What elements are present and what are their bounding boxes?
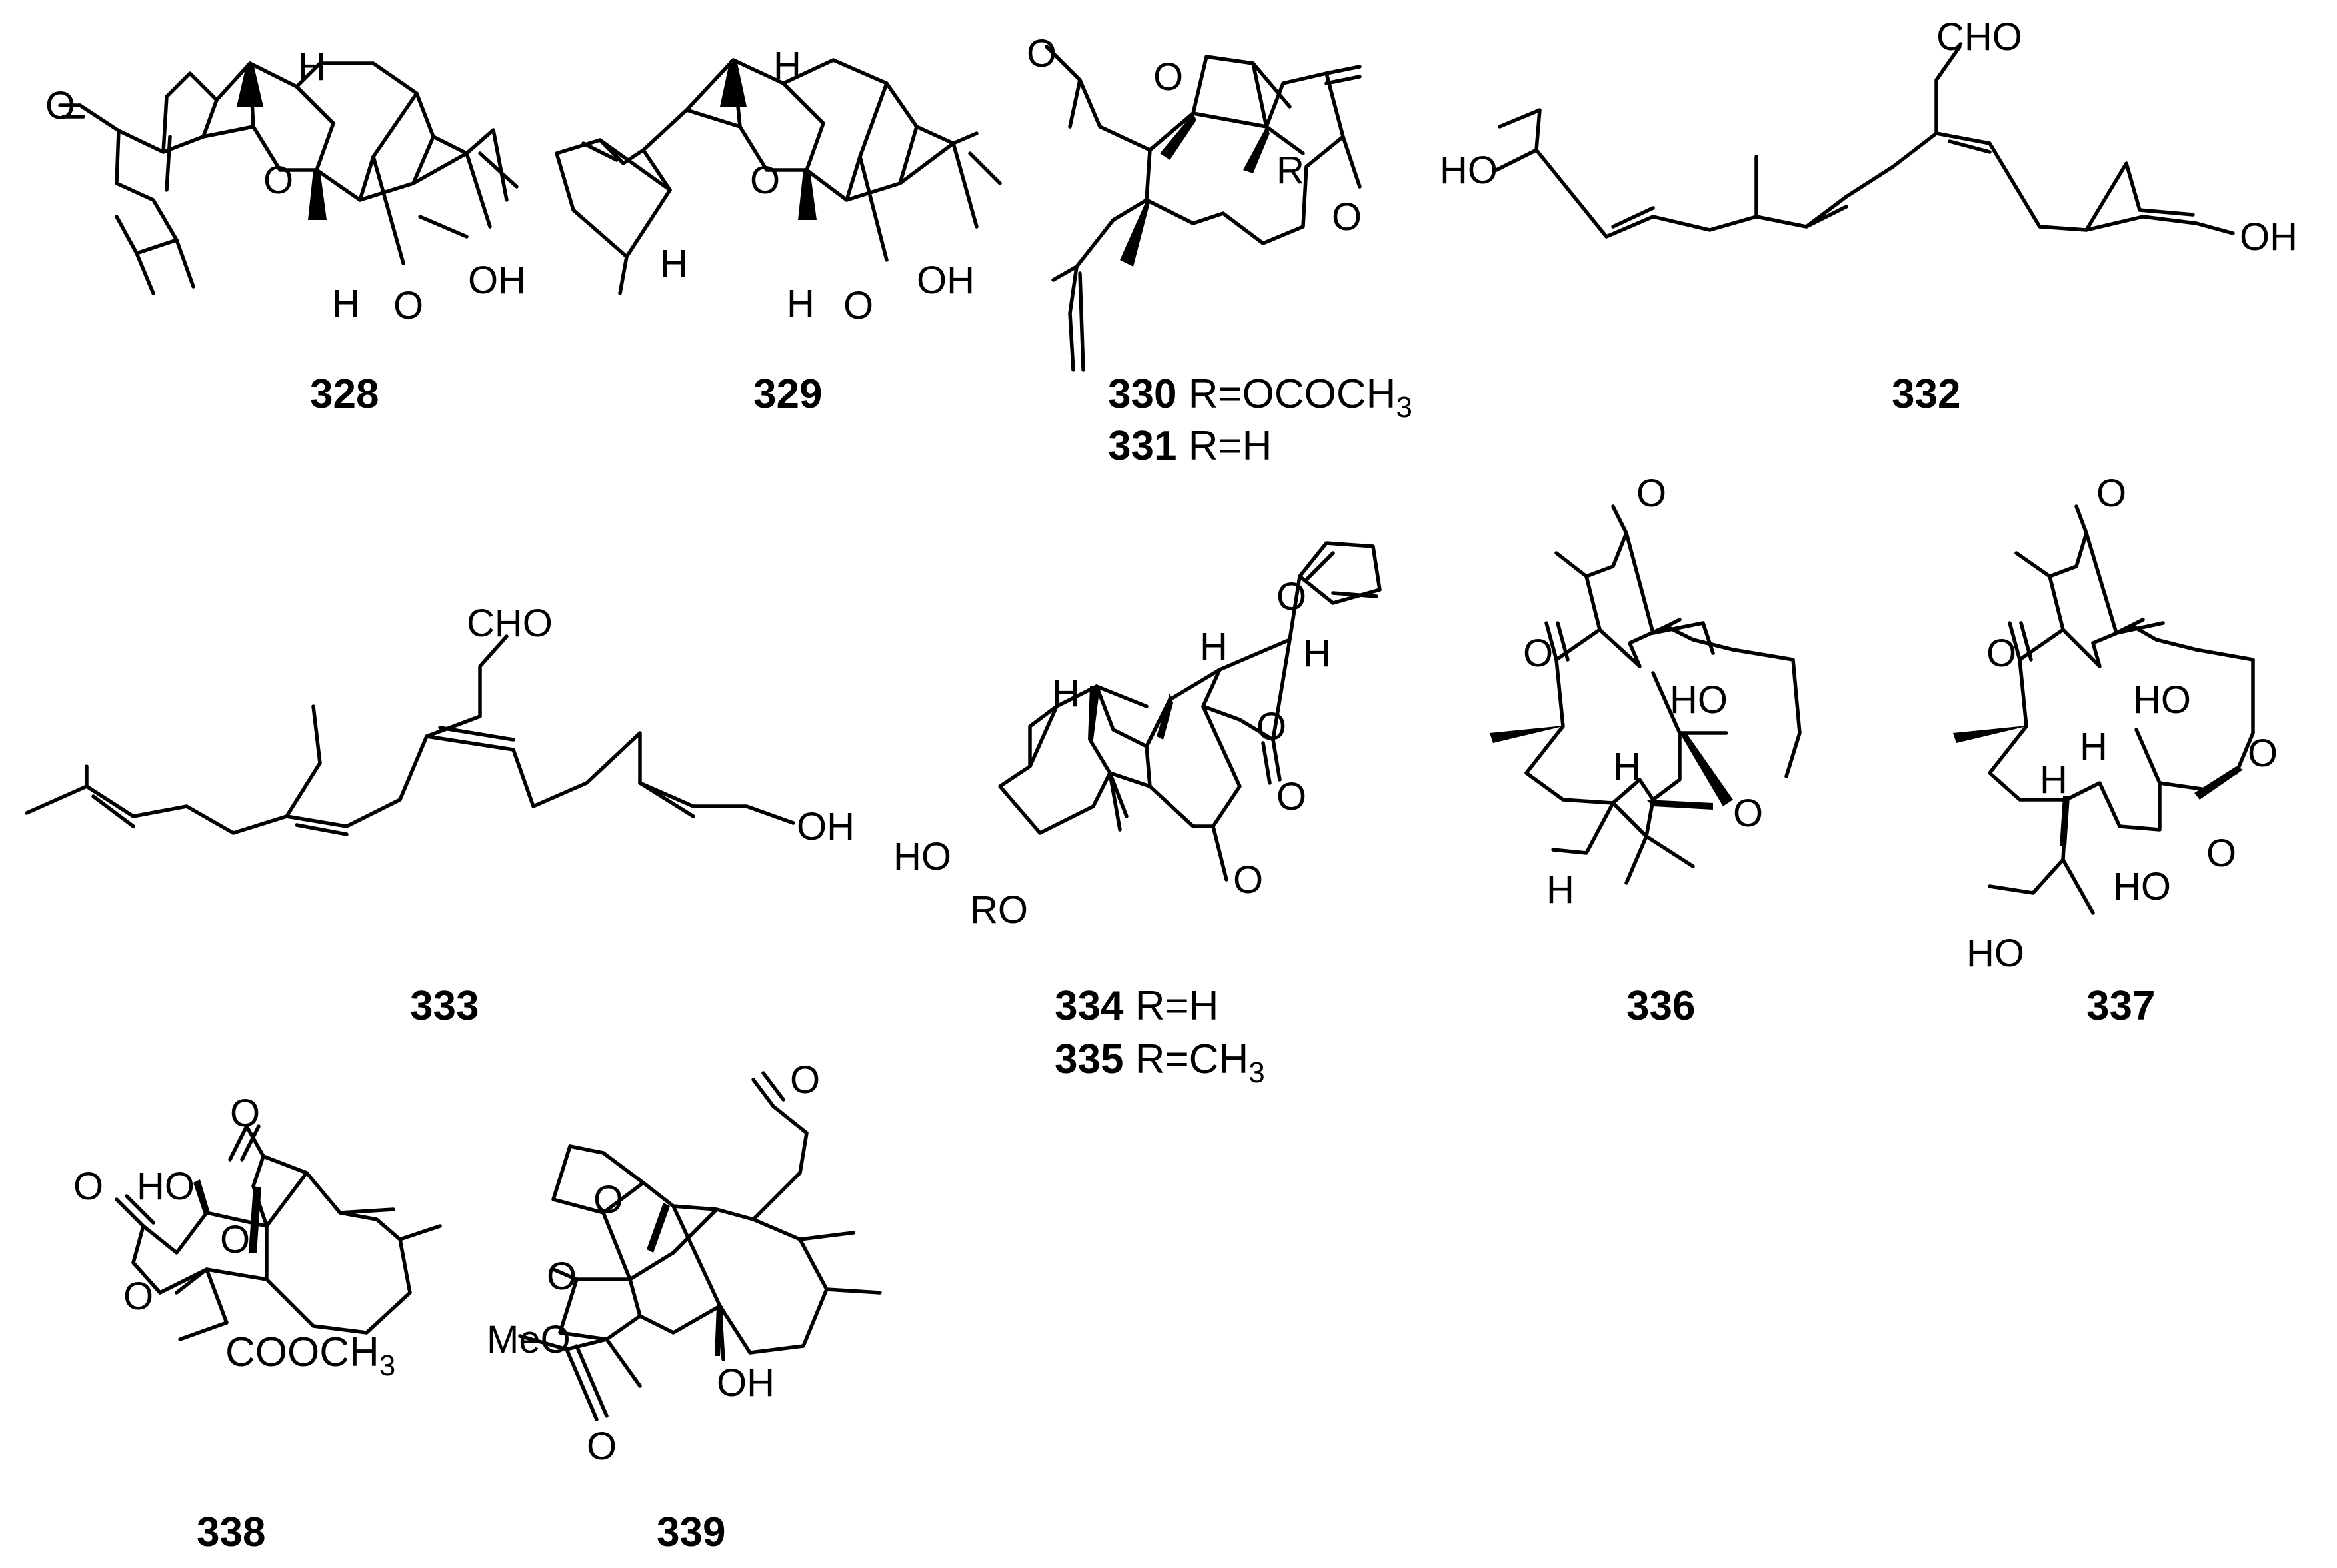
atom-ho: HO <box>1440 149 1498 192</box>
atom-o: O <box>393 284 423 327</box>
atom-h: H <box>2040 758 2068 802</box>
atom-o: O <box>1276 575 1306 618</box>
atom-h: H <box>332 282 360 325</box>
compound-id-338: 338 <box>197 1509 265 1555</box>
atom-o: O <box>2206 832 2236 875</box>
atom-oh: OH <box>917 259 975 302</box>
atom-h: H <box>2080 725 2108 768</box>
structure-328: O O H H O OH 328 <box>45 45 526 417</box>
atom-cho: CHO <box>1936 15 2022 59</box>
atom-o: O <box>843 284 873 327</box>
structure-329: O H H H O OH 329 <box>555 44 1002 417</box>
compound-334-label: 334 R=H <box>1055 983 1218 1029</box>
compound-id-329: 329 <box>753 371 822 417</box>
atom-h: H <box>1303 632 1331 675</box>
compound-id-333: 333 <box>410 983 479 1029</box>
atom-ho: HO <box>1966 932 2024 975</box>
atom-h: H <box>1052 672 1080 715</box>
atom-o: O <box>1027 32 1057 75</box>
atom-o: O <box>1733 792 1763 835</box>
atom-oh: OH <box>717 1361 775 1405</box>
atom-o: O <box>1986 632 2016 675</box>
structure-334-335: O H H H O O O HO RO 334 R=H 335 R=CH3 <box>893 541 1382 1089</box>
atom-ho: HO <box>2133 678 2191 722</box>
atom-o: O <box>593 1178 623 1221</box>
atom-oh: OH <box>797 805 855 848</box>
compound-335-label: 335 R=CH3 <box>1055 1036 1265 1089</box>
atom-meo: MeO <box>487 1318 571 1361</box>
compound-id-337: 337 <box>2086 983 2155 1029</box>
atom-oh: OH <box>468 259 526 302</box>
atom-h: H <box>773 44 801 87</box>
atom-h: H <box>1613 745 1641 788</box>
atom-h: H <box>660 242 688 285</box>
atom-cooch3: COOCH3 <box>225 1329 395 1382</box>
atom-r: R <box>1276 149 1304 192</box>
structure-333: CHO OH 333 <box>25 602 855 1029</box>
atom-o: O <box>220 1218 250 1261</box>
structure-330-331: O O R O 330 R=OCOCH3 331 R=H <box>1027 32 1412 469</box>
structure-337: O O HO H H O O HO HO 337 <box>1953 472 2278 1029</box>
atom-o: O <box>547 1255 577 1298</box>
atom-o: O <box>2248 732 2278 775</box>
compound-id-339: 339 <box>657 1509 725 1555</box>
atom-o: O <box>1523 632 1553 675</box>
compound-id-336: 336 <box>1626 983 1695 1029</box>
atom-o: O <box>1153 55 1183 99</box>
atom-cho: CHO <box>467 602 553 645</box>
atom-oh: OH <box>2240 215 2298 259</box>
atom-o: O <box>1233 858 1263 902</box>
atom-ho: HO <box>137 1165 195 1208</box>
atom-h: H <box>298 45 326 89</box>
atom-o: O <box>790 1058 820 1102</box>
atom-h: H <box>1546 868 1574 912</box>
atom-o: O <box>750 159 780 202</box>
atom-o: O <box>45 84 75 127</box>
atom-o: O <box>1256 705 1286 748</box>
structure-332: HO CHO OH 332 <box>1440 15 2298 417</box>
atom-o: O <box>230 1092 260 1135</box>
atom-o: O <box>1276 775 1306 818</box>
atom-o: O <box>123 1275 153 1318</box>
atom-ho: HO <box>2113 865 2171 908</box>
structure-336: O O HO H O H 336 <box>1490 472 1802 1029</box>
compound-id-328: 328 <box>310 371 379 417</box>
atom-o: O <box>2096 472 2126 515</box>
atom-ho: HO <box>893 835 951 878</box>
atom-o: O <box>263 159 293 202</box>
atom-o: O <box>73 1165 103 1208</box>
atom-o: O <box>587 1425 617 1468</box>
compound-330-label: 330 R=OCOCH3 <box>1108 371 1412 424</box>
compound-id-332: 332 <box>1892 371 1960 417</box>
structure-338: O HO O O O COOCH3 338 <box>73 1092 442 1555</box>
atom-o: O <box>1636 472 1666 515</box>
atom-h: H <box>787 282 815 325</box>
atom-o: O <box>1332 195 1362 239</box>
atom-ro: RO <box>970 888 1028 932</box>
compound-331-label: 331 R=H <box>1108 423 1272 469</box>
atom-h: H <box>1200 625 1228 668</box>
structure-339: O O O MeO O OH 339 <box>487 1058 882 1555</box>
atom-ho: HO <box>1670 678 1728 722</box>
